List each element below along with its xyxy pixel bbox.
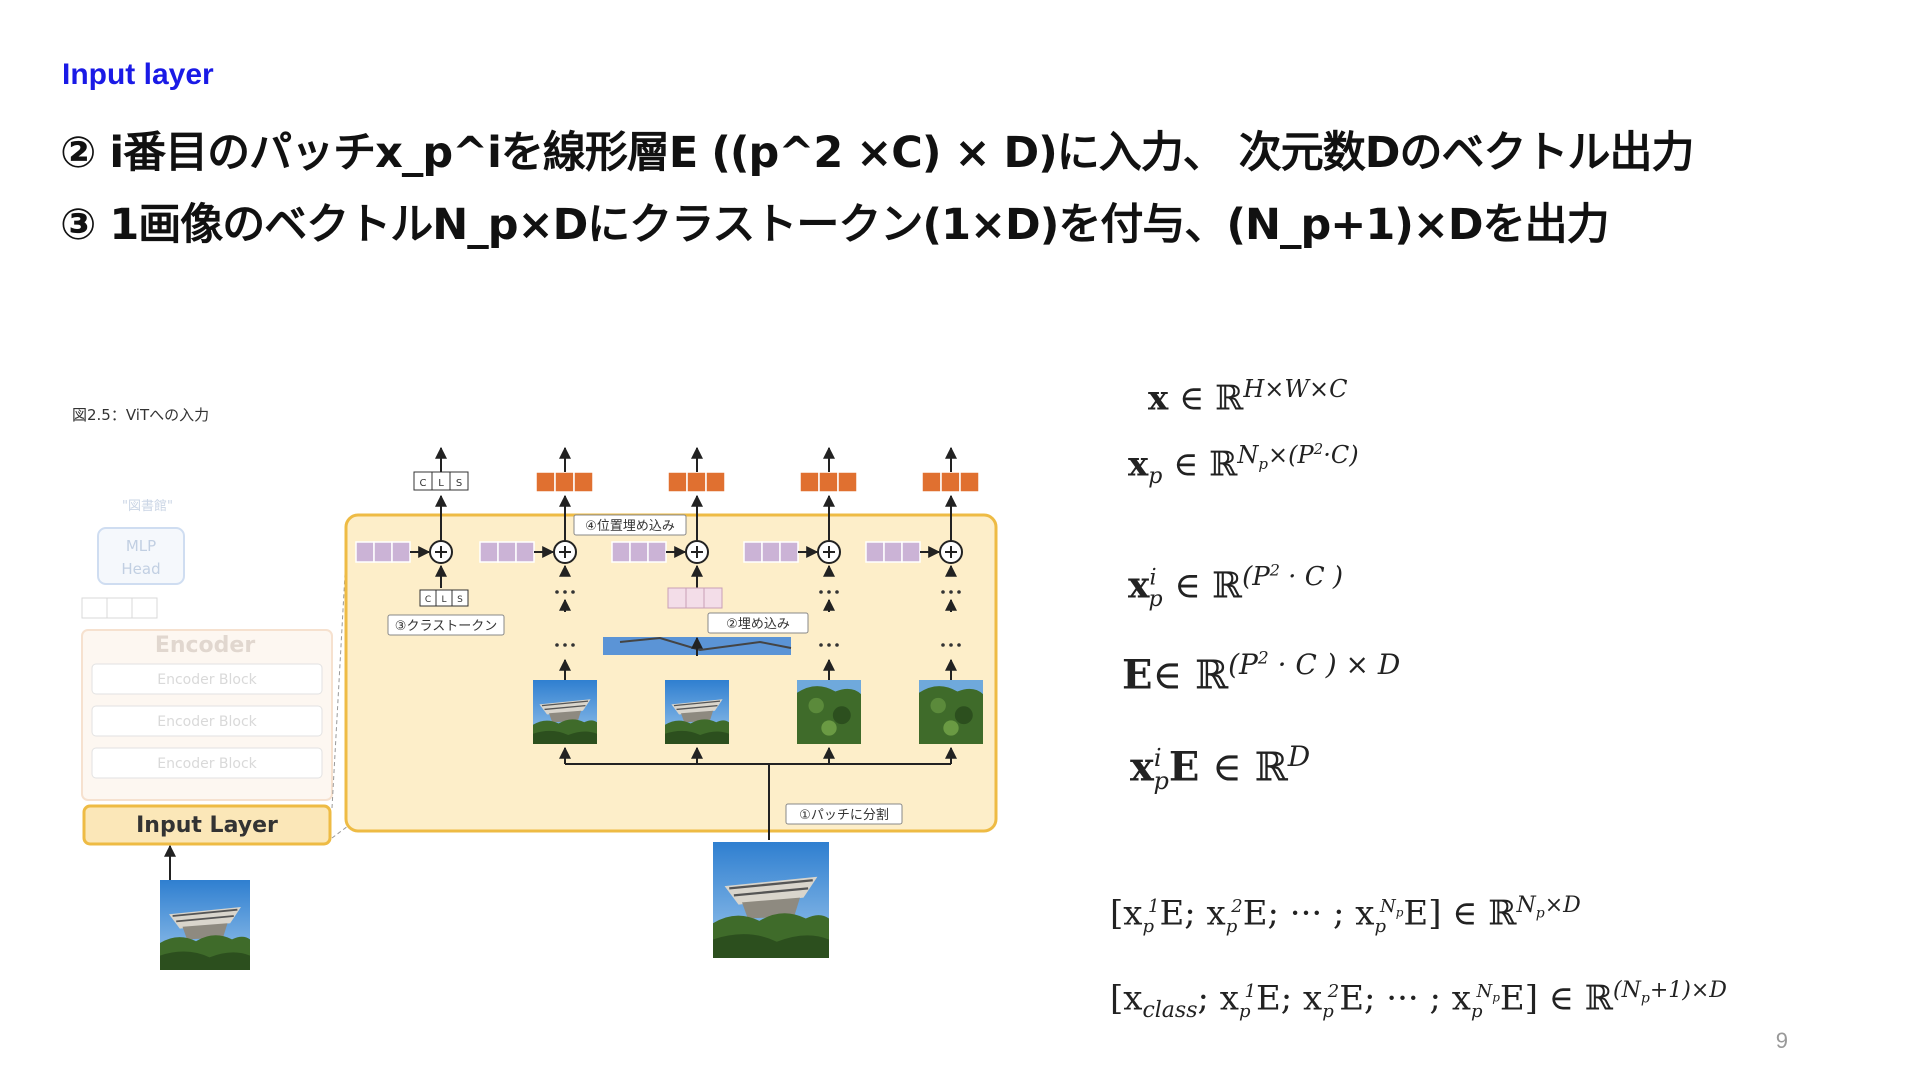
svg-text:C: C [425, 595, 431, 605]
input-layer-label: Input Layer [136, 813, 278, 838]
section-title: Input layer [62, 58, 214, 91]
faded-cls-token [81, 597, 158, 619]
encoder-title: Encoder [155, 633, 256, 658]
headline-step-3: ③ 1画像のベクトルN_p×Dにクラストークン(1×D)を付与、(N_p+1)×… [60, 200, 1610, 250]
input-image-large [711, 840, 831, 960]
callout-split-patches: ①パッチに分割 [799, 807, 889, 823]
eq-patch-sequence: [xp1E; xp2E; ··· ; xpNpE] ∈ ℝNp×D [1110, 893, 1581, 938]
callout-position-embedding: ④位置埋め込み [585, 519, 675, 534]
eq-embedded-patch-dim: xipE ∈ ℝD [1130, 740, 1311, 796]
svg-text:L: L [438, 478, 444, 489]
output-tokens: C L S [413, 471, 980, 493]
figure-caption: 図2.5：ViTへの入力 [72, 406, 209, 424]
page-number: 9 [1775, 1028, 1788, 1053]
ellipsis-dots [555, 590, 961, 647]
cls-input-token: C L S [419, 589, 469, 607]
mlp-label: MLP [126, 537, 156, 555]
patch-embedding-token [667, 587, 723, 609]
encoder-block-3: Encoder Block [157, 756, 257, 772]
input-layer-box [82, 804, 332, 846]
eq-patch-i-dim: xip ∈ ℝ(P2 · C ) [1128, 560, 1344, 612]
callout-embedding: ②埋め込み [726, 617, 790, 632]
svg-text:S: S [456, 478, 462, 489]
svg-text:S: S [457, 595, 463, 605]
headline-step-2: ② i番目のパッチx_p^iを線形層E ((p^2 ×C) × D)に入力、 次… [60, 128, 1694, 178]
library-label: "図書館" [122, 499, 173, 514]
encoder-block-1: Encoder Block [157, 672, 257, 688]
eq-image-dim: x ∈ ℝH×W×C [1148, 375, 1348, 419]
faded-pipeline: "図書館" MLP Head Encoder Encoder Block Enc… [81, 499, 333, 801]
cls-output-token: C L S [413, 471, 469, 491]
input-image-small [159, 879, 251, 971]
position-embeddings [355, 540, 963, 564]
encoder-block-2: Encoder Block [157, 714, 257, 730]
eq-patches-dim: xp ∈ ℝNp×(P2·C) [1128, 440, 1359, 490]
svg-text:L: L [441, 595, 446, 605]
eq-class-token-sequence: [xclass; xp1E; xp2E; ··· ; xpNpE] ∈ ℝ(Np… [1110, 978, 1727, 1024]
svg-text:C: C [420, 478, 427, 489]
callout-class-token: ③クラストークン [395, 619, 497, 634]
head-label: Head [121, 560, 160, 578]
vit-input-figure: 図2.5：ViTへの入力 "図書館" MLP Head Encoder Enco… [72, 406, 998, 971]
eq-linear-E-dim: E∈ ℝ(P2 · C ) × D [1122, 648, 1401, 699]
